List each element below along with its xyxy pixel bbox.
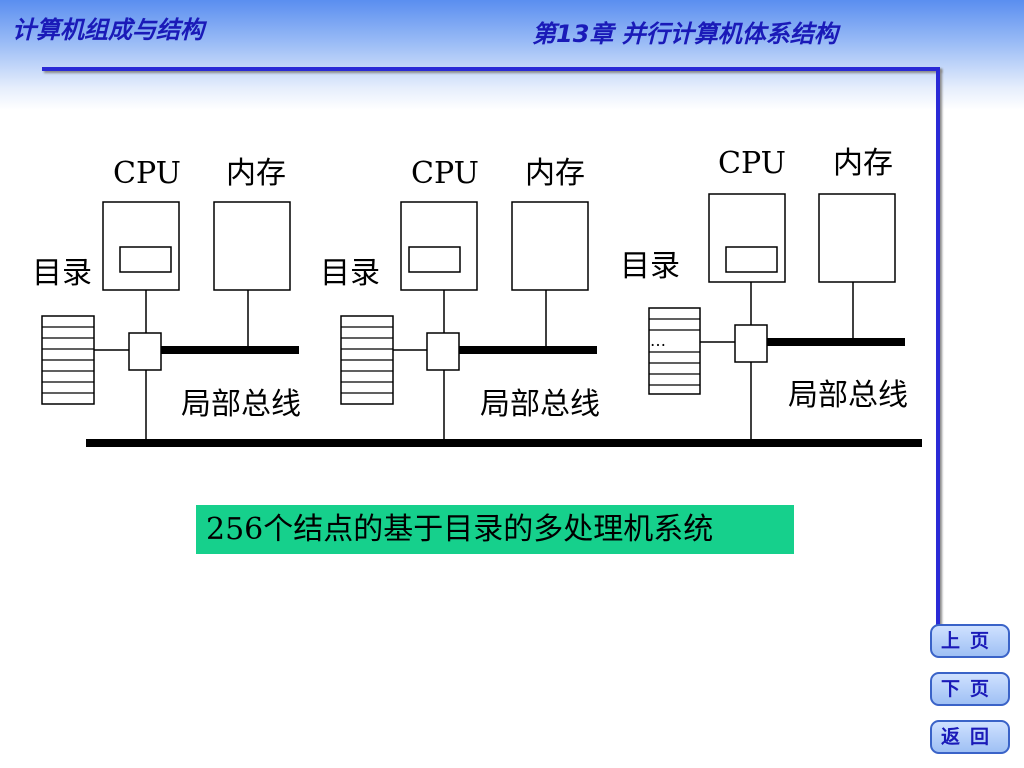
course-title: 计算机组成与结构: [12, 16, 204, 44]
memory-label: 内存: [525, 156, 585, 191]
top-rule: [42, 67, 940, 71]
back-button[interactable]: 返回: [930, 720, 1010, 754]
local-bus: [767, 338, 905, 346]
cpu-box: [400, 201, 478, 291]
local-bus-label: 局部总线: [181, 387, 301, 422]
node-controller: [426, 332, 460, 371]
cpu-box: [102, 201, 180, 291]
local-bus-label: 局部总线: [480, 387, 600, 422]
directory-table: [41, 315, 95, 405]
directory-label: 目录: [620, 249, 680, 284]
prev-page-button[interactable]: 上页: [930, 624, 1010, 658]
memory-box: [213, 201, 291, 291]
cpu-label: CPU: [113, 156, 181, 191]
node-controller: [734, 324, 768, 363]
local-bus: [459, 346, 597, 354]
local-bus-label: 局部总线: [788, 378, 908, 413]
directory-table: [340, 315, 394, 405]
directory-label: 目录: [320, 256, 380, 291]
memory-label: 内存: [833, 146, 893, 181]
cpu-label: CPU: [718, 146, 786, 181]
cache-box: [119, 246, 172, 273]
memory-label: 内存: [226, 156, 286, 191]
cpu-label: CPU: [411, 156, 479, 191]
next-page-button[interactable]: 下页: [930, 672, 1010, 706]
node-3: CPU 内存 目录 … 局部总线: [620, 146, 908, 439]
memory-box: [818, 193, 896, 283]
node-2: CPU 内存 目录 局部总线: [320, 156, 600, 439]
local-bus: [161, 346, 299, 354]
diagram-caption: 256个结点的基于目录的多处理机系统: [196, 505, 794, 554]
global-bus: [86, 439, 922, 447]
header-band: [0, 0, 1024, 110]
node-1: CPU 内存 目录 局部总线: [32, 156, 301, 439]
cache-box: [725, 246, 778, 273]
ellipsis: …: [650, 331, 666, 350]
node-controller: [128, 332, 162, 371]
directory-table: …: [648, 307, 701, 395]
memory-box: [511, 201, 589, 291]
directory-label: 目录: [32, 256, 92, 291]
cache-box: [408, 246, 461, 273]
right-rule: [936, 67, 940, 627]
chapter-title: 第13章 并行计算机体系结构: [532, 20, 838, 48]
